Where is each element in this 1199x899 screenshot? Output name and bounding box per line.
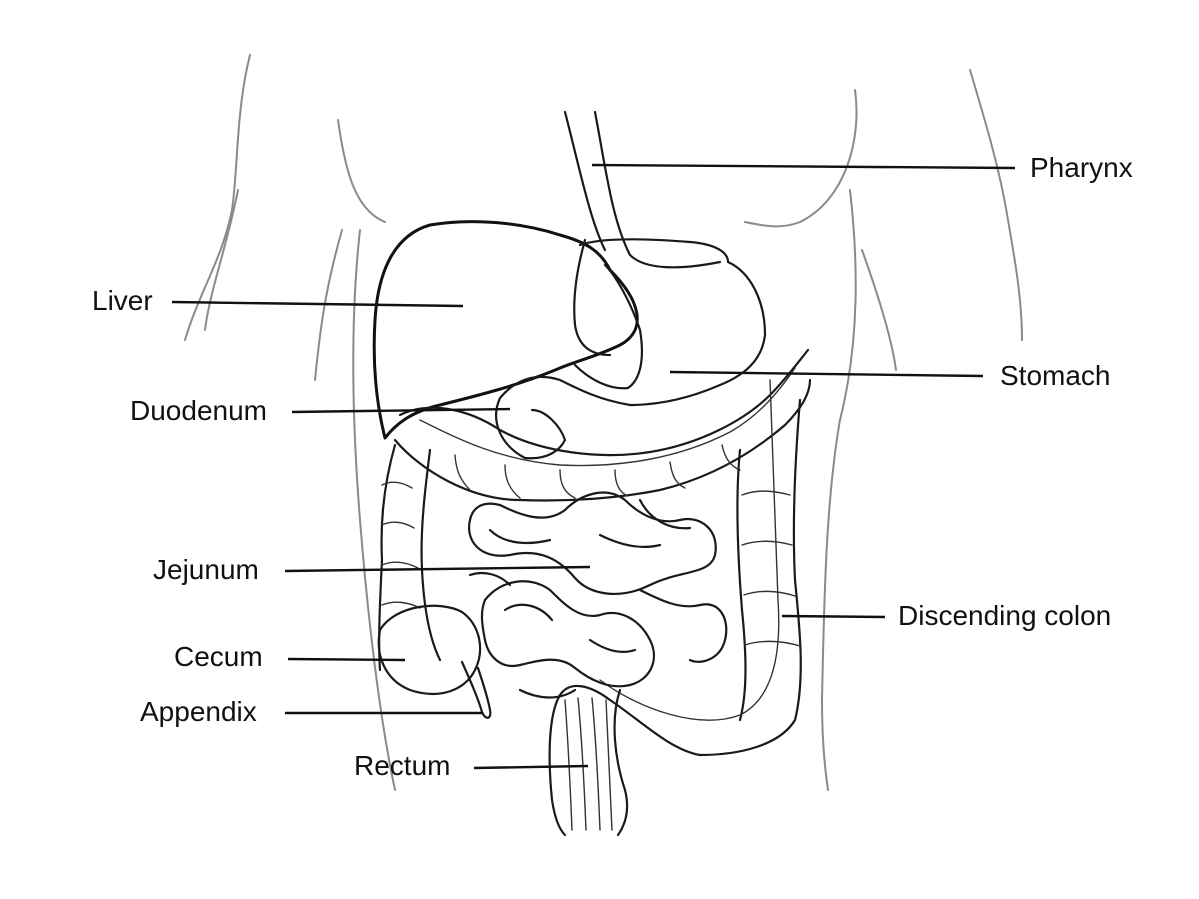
- label-appendix: Appendix: [140, 696, 257, 727]
- duodenum-leader: [291, 407, 511, 414]
- label-rectum: Rectum: [354, 750, 450, 781]
- jejunum-leader: [284, 565, 591, 573]
- label-duodenum: Duodenum: [130, 395, 267, 426]
- label-discending-colon: Discending colon: [898, 600, 1111, 631]
- cecum-leader: [287, 657, 406, 662]
- liver-shape: [372, 220, 639, 440]
- small-intestine: [467, 491, 728, 699]
- stomach-inner: [573, 263, 643, 390]
- descending-colon: [599, 379, 802, 757]
- esophagus: [563, 110, 722, 269]
- discending-colon-leader: [781, 614, 886, 619]
- label-jejunum: Jejunum: [153, 554, 259, 585]
- rectum-leader: [473, 764, 589, 770]
- ascending-colon: [378, 443, 442, 672]
- label-stomach: Stomach: [1000, 360, 1111, 391]
- pharynx-leader: [591, 163, 1016, 170]
- label-cecum: Cecum: [174, 641, 263, 672]
- label-liver: Liver: [92, 285, 153, 316]
- stomach-leader: [669, 370, 984, 378]
- cecum-appendix: [377, 604, 492, 719]
- stomach-shape: [495, 238, 767, 460]
- transverse-colon: [393, 348, 812, 502]
- liver-leader: [171, 300, 464, 308]
- sigmoid-rectum: [548, 684, 702, 837]
- label-pharynx: Pharynx: [1030, 152, 1133, 183]
- liver-lobe-line: [573, 238, 612, 357]
